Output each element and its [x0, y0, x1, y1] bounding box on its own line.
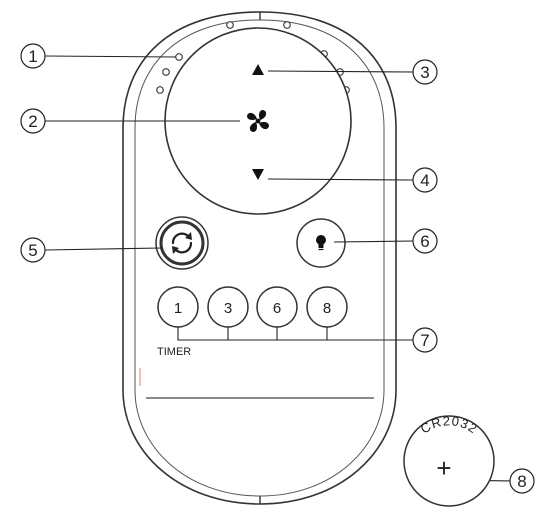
triangle-down-icon[interactable] — [252, 169, 264, 180]
leader-lines — [44, 55, 511, 482]
timer-button-label: 6 — [273, 300, 281, 317]
indicator-light — [283, 21, 291, 29]
callout-marker-3 — [412, 59, 438, 85]
timer-button-label: 8 — [323, 300, 331, 317]
callout-marker-5 — [20, 237, 46, 263]
callout-marker-7 — [412, 327, 438, 353]
triangle-up-icon[interactable] — [252, 64, 264, 75]
leader-line-5 — [44, 247, 163, 251]
callout-label: 8 — [517, 472, 526, 491]
light-button[interactable] — [296, 218, 346, 268]
callout-markers: 1 2 3 4 5 6 7 8 — [20, 43, 535, 494]
light-bulb-icon — [316, 235, 326, 251]
callout-marker-8 — [509, 468, 535, 494]
callout-marker-4 — [412, 167, 438, 193]
battery-polarity-label: + — [436, 453, 451, 483]
indicator-light — [175, 53, 183, 61]
coin-battery: CR2032 + — [403, 413, 495, 507]
callout-label: 6 — [420, 232, 429, 251]
timer-button-label: 3 — [224, 300, 232, 317]
leader-line-6 — [333, 240, 414, 243]
indicator-light — [226, 21, 234, 29]
callout-label: 3 — [420, 63, 429, 82]
callout-label: 4 — [420, 171, 429, 190]
timer-buttons: 1 3 6 8 — [157, 286, 348, 328]
leader-line-7 — [177, 327, 413, 341]
battery-model-label: CR2032 — [418, 413, 481, 436]
leader-line-4 — [267, 178, 414, 181]
rotate-arrows-icon — [171, 232, 193, 254]
leader-line-1 — [44, 55, 177, 58]
leader-line-3 — [267, 70, 414, 73]
indicator-light — [156, 86, 164, 94]
timer-label: TIMER — [157, 346, 191, 358]
callout-label: 5 — [28, 241, 37, 260]
callout-label: 1 — [28, 47, 37, 66]
indicator-light — [162, 68, 170, 76]
callout-marker-1 — [20, 43, 46, 69]
timer-button-label: 1 — [174, 300, 182, 317]
callout-marker-6 — [412, 228, 438, 254]
fan-icon[interactable] — [247, 110, 269, 132]
callout-marker-2 — [20, 108, 46, 134]
callout-label: 7 — [420, 331, 429, 350]
callout-label: 2 — [28, 112, 37, 131]
reverse-button[interactable] — [155, 216, 209, 270]
